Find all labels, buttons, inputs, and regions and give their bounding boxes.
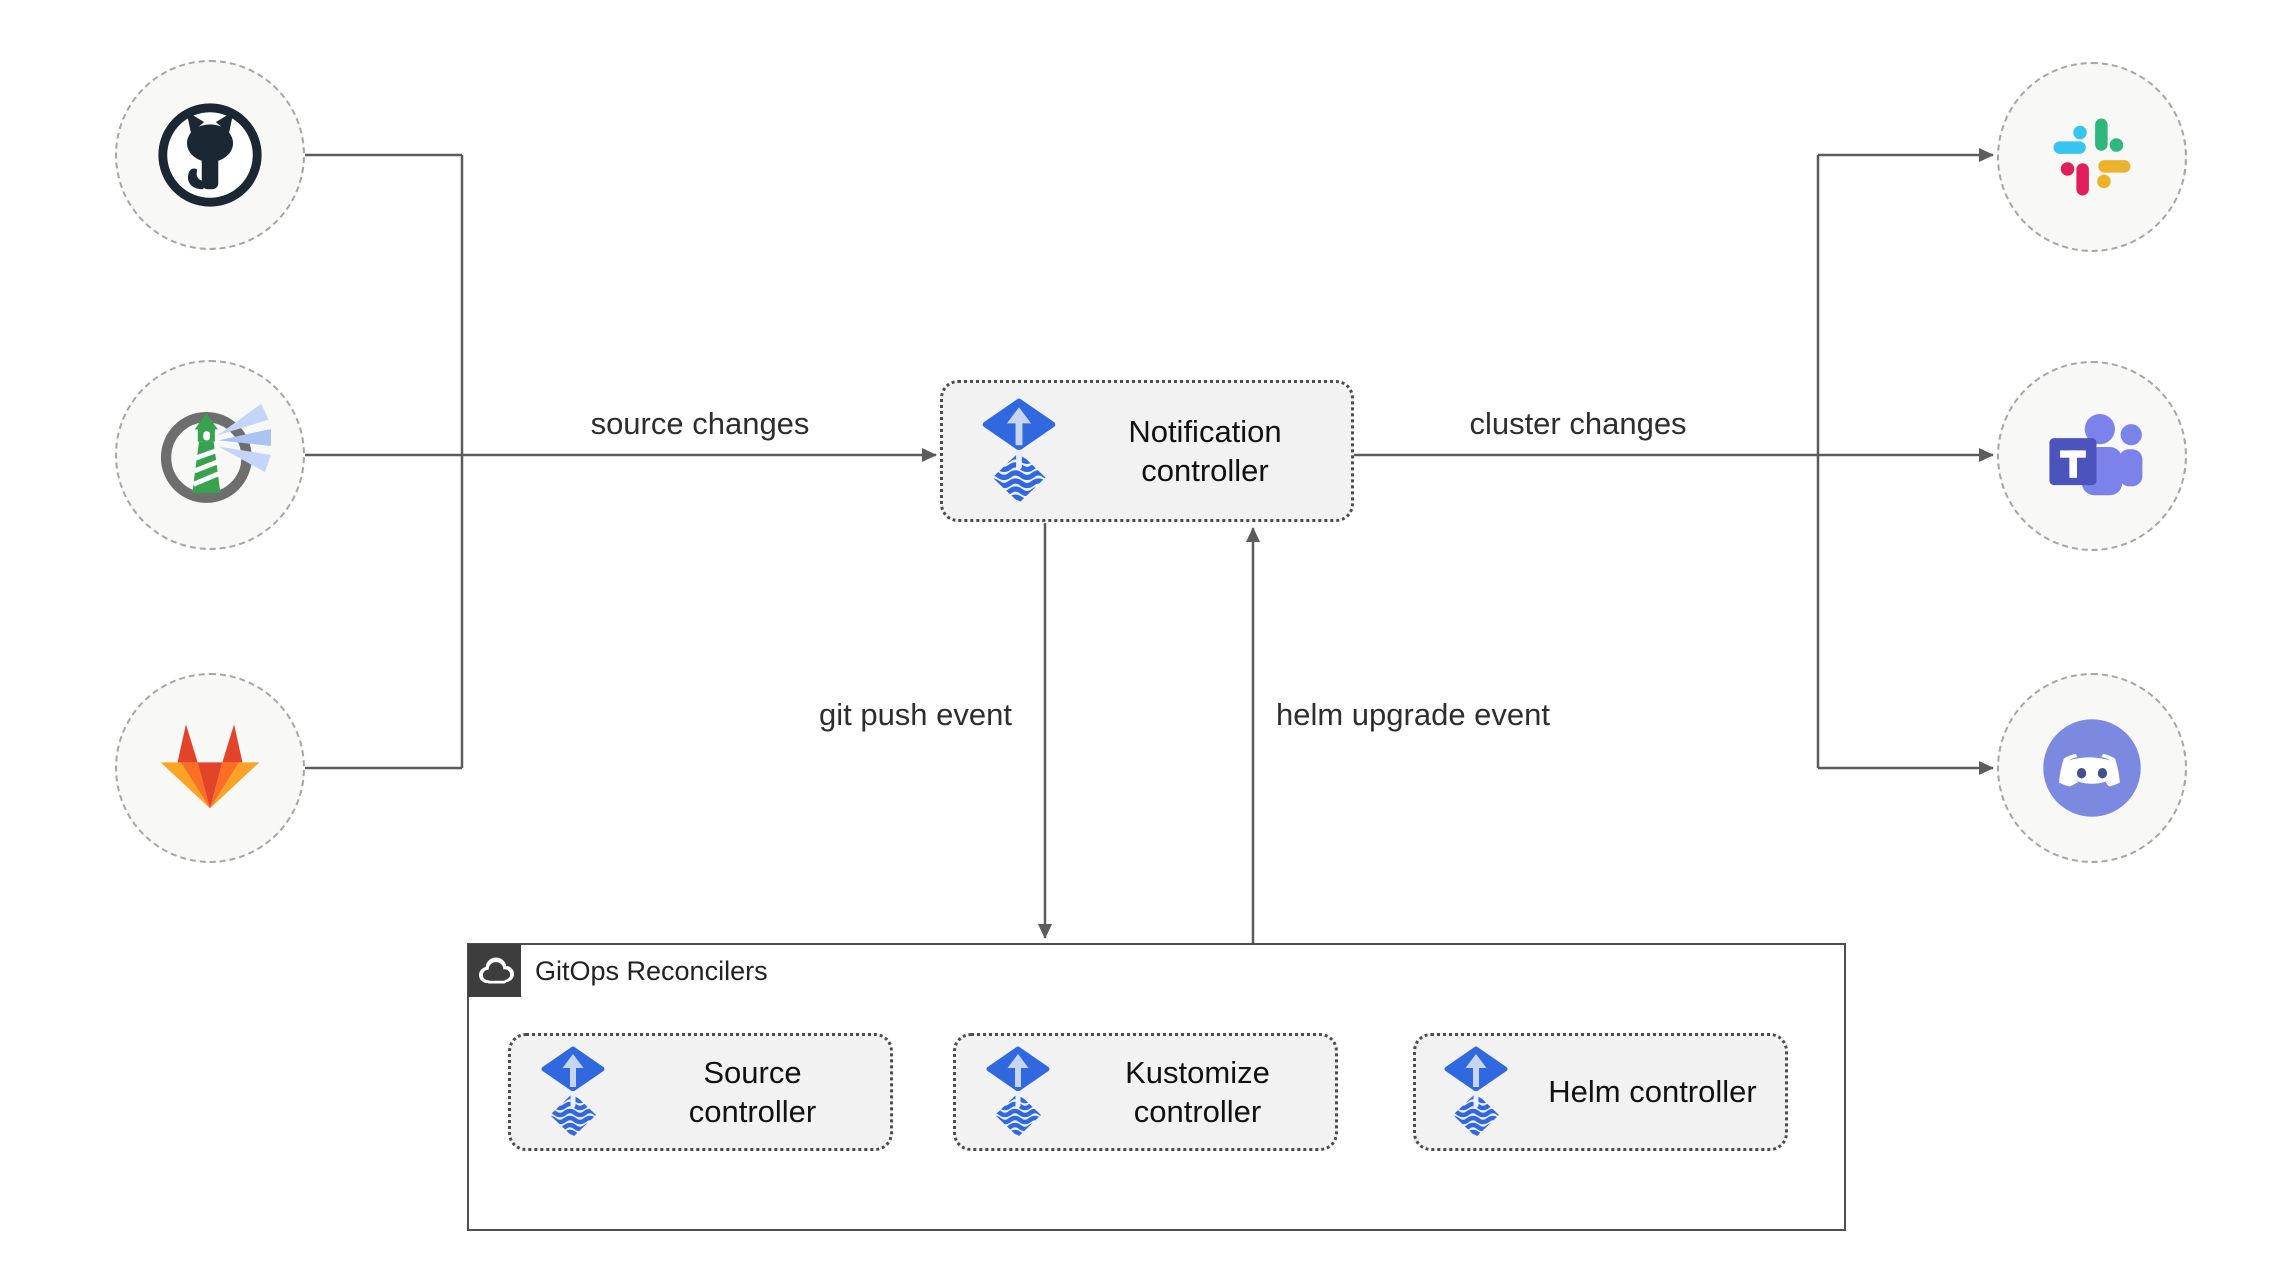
flux-icon bbox=[1444, 1046, 1508, 1138]
node-label: Notification controller bbox=[1128, 413, 1282, 488]
provider-github bbox=[115, 60, 305, 250]
gitlab-icon bbox=[160, 724, 260, 809]
cloud-icon bbox=[478, 957, 514, 983]
microsoft-teams-icon bbox=[2049, 414, 2143, 496]
provider-discord bbox=[1997, 673, 2187, 863]
flux-icon bbox=[541, 1046, 605, 1138]
node-kustomize-controller: Kustomize controller bbox=[953, 1033, 1338, 1151]
node-helm-controller: Helm controller bbox=[1413, 1033, 1788, 1151]
edge-label-source-changes: source changes bbox=[590, 406, 810, 441]
flux-icon bbox=[982, 398, 1056, 504]
discord-icon bbox=[2043, 719, 2141, 817]
provider-harbor bbox=[115, 360, 305, 550]
edge-label-git-push-event: git push event bbox=[818, 697, 1012, 732]
edge-label-helm-upgrade-event: helm upgrade event bbox=[1276, 697, 1551, 732]
node-source-controller: Source controller bbox=[508, 1033, 893, 1151]
group-title: GitOps Reconcilers bbox=[535, 956, 768, 986]
provider-slack bbox=[1997, 62, 2187, 252]
node-notification-controller: Notification controller bbox=[940, 380, 1354, 522]
flux-icon bbox=[986, 1046, 1050, 1138]
edge-label-cluster-changes: cluster changes bbox=[1469, 406, 1687, 441]
node-label: Source controller bbox=[688, 1054, 817, 1129]
group-badge bbox=[468, 944, 521, 997]
provider-microsoft-teams bbox=[1997, 361, 2187, 551]
slack-icon bbox=[2053, 118, 2131, 196]
github-icon bbox=[158, 103, 262, 207]
node-label: Kustomize controller bbox=[1125, 1054, 1270, 1129]
provider-gitlab bbox=[115, 673, 305, 863]
node-label: Helm controller bbox=[1548, 1074, 1757, 1110]
harbor-lighthouse-icon bbox=[160, 403, 271, 503]
